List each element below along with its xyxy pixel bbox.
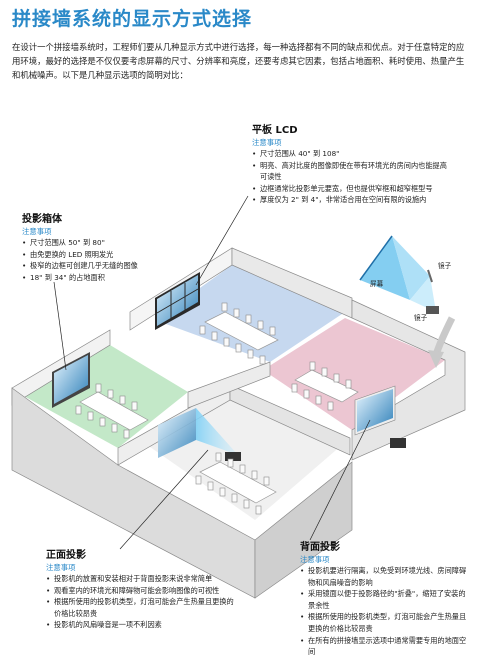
callout-cube: 投影箱体 注意事项 尺寸范围从 50" 到 80" 由免更换的 LED 照明发光… [22, 213, 152, 283]
list-item: 明亮、高对比度的图像即使在带有环境光的房间内也能提高可读性 [252, 160, 452, 183]
cube-video-wall [52, 352, 90, 408]
list-item: 采用镜面以便于投影路径的"折叠"，缩短了安装的景余性 [300, 588, 468, 611]
list-item: 投影机的放置和安装相对于背面投影来说非常简单 [46, 573, 236, 585]
rear-projection-detail-diagram [359, 235, 439, 314]
wall-inner-back [187, 361, 271, 409]
wall-front-right [254, 461, 353, 599]
list-item: 边框通常比投影单元要宽，但也提供窄框和超窄框型号 [252, 183, 452, 195]
lcd-heading: 平板 LCD [252, 125, 298, 136]
list-item: 投影机的风扇噪音是一项不利因素 [46, 619, 236, 631]
table-center-room [199, 461, 277, 504]
floor-blue-room [155, 265, 345, 362]
callout-front-projection: 正面投影 注意事项 投影机的放置和安装相对于背面投影来说非常简单 观看室内的环境… [46, 549, 236, 631]
list-item: 极窄的边框可创建几乎无缝的图像 [22, 260, 152, 272]
front-heading: 正面投影 [46, 550, 86, 561]
table-pink-room [294, 369, 359, 403]
callout-lcd: 平板 LCD 注意事项 尺寸范围从 40" 到 108" 明亮、高对比度的图像即… [252, 124, 452, 206]
wall-inner-right [229, 384, 351, 456]
list-item: 观看室内的环境光和障碍物可能会影响图像的可视性 [46, 585, 236, 597]
list-item: 根据所使用的投影机类型，灯泡可能会产生热量且更换的价格比较昂贵 [300, 611, 468, 634]
rear-projector [390, 438, 406, 448]
callout-rear-projection: 背面投影 注意事项 投影机要进行隔离，以免受到环境光线、房间障碍物和风扇噪音的影… [300, 541, 468, 658]
rear-projection-screen [354, 385, 406, 448]
list-item: 投影机要进行隔离，以免受到环境光线、房间障碍物和风扇噪音的影响 [300, 565, 468, 588]
floor-pink-room [263, 318, 445, 430]
screen-label: 屏幕 [370, 279, 384, 288]
rear-heading: 背面投影 [300, 542, 340, 553]
page-title: 拼接墙系统的显示方式选择 [12, 8, 253, 30]
mirror-label-top: 镜子 [438, 261, 452, 270]
list-item: 根据所使用的投影机类型，灯泡可能会产生热量且更换的价格比较昂贵 [46, 596, 236, 619]
chairs [75, 302, 352, 515]
table-green-room [79, 391, 149, 431]
cube-heading: 投影箱体 [22, 214, 62, 225]
intro-paragraph: 在设计一个拼接墙系统时，工程师们要从几种显示方式中进行选择，每一种选择都有不同的… [12, 42, 465, 80]
leader-lines [53, 195, 371, 550]
list-item: 18" 到 34" 的占地面积 [22, 272, 152, 284]
front-projection [158, 408, 241, 461]
list-item: 尺寸范围从 40" 到 108" [252, 148, 452, 160]
front-subheading: 注意事项 [46, 563, 76, 572]
list-item: 尺寸范围从 50" 到 80" [22, 237, 152, 249]
lcd-subheading: 注意事项 [252, 138, 282, 147]
rear-subheading: 注意事项 [300, 555, 330, 564]
list-item: 由免更换的 LED 照明发光 [22, 249, 152, 261]
table-blue-room [204, 311, 279, 351]
cube-subheading: 注意事项 [22, 227, 52, 236]
mirror-label-bottom: 镜子 [414, 313, 428, 322]
front-projector [225, 452, 241, 461]
list-item: 厚度仅为 2" 到 4"，非常适合用在空间有限的设施内 [252, 194, 452, 206]
lcd-video-wall [155, 272, 200, 330]
list-item: 在所有的拼接墙显示选项中通常需要专用的地面空间 [300, 635, 468, 658]
